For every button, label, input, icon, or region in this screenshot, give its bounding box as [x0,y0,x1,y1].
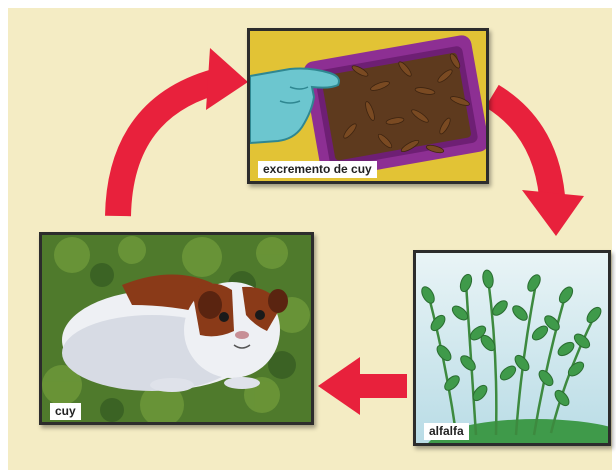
alfalfa-plant-picture [416,253,608,443]
card-cuy: cuy [39,232,314,425]
arrow-alfalfa-to-cuy [318,357,407,415]
arrow-excremento-to-alfalfa [492,96,584,236]
guinea-pig-droppings-tray-picture [250,31,486,181]
node-label-excremento: excremento de cuy [258,161,377,178]
node-label-cuy: cuy [50,403,81,420]
card-excremento: excremento de cuy [247,28,489,184]
card-alfalfa: alfalfa [413,250,611,446]
arrow-cuy-to-excremento [118,48,248,216]
node-label-alfalfa: alfalfa [424,423,469,440]
guinea-pig-picture [42,235,311,422]
